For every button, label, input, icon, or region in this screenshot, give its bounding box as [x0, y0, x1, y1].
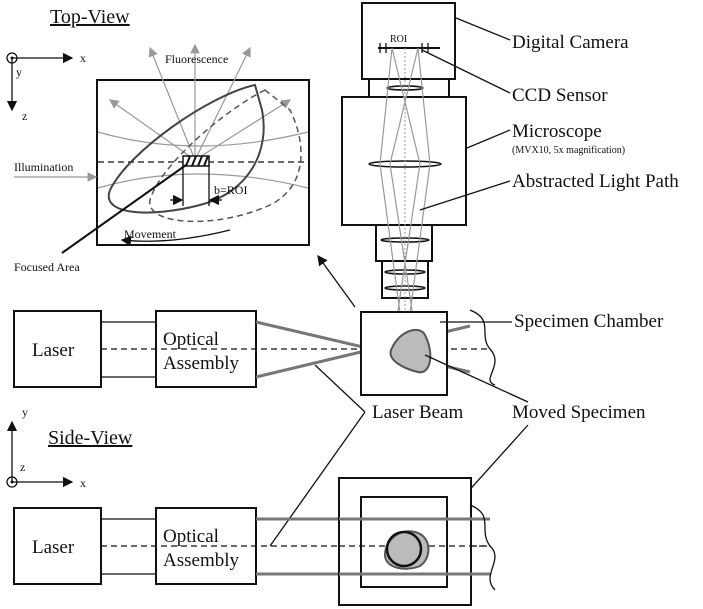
illumination-label: Illumination: [14, 160, 73, 174]
microscope-label: Microscope: [512, 121, 602, 142]
top-optical-line2: Assembly: [163, 353, 240, 374]
side-view-heading: Side-View: [48, 427, 133, 449]
ccd-sensor-label: CCD Sensor: [512, 85, 608, 106]
top-specimen-chamber: [360, 309, 496, 396]
side-axis-y-label: y: [22, 405, 28, 419]
roi-label: ROI: [390, 34, 407, 45]
side-optical-line1: Optical: [163, 526, 219, 547]
top-axis-x-label: x: [80, 51, 86, 65]
digital-camera-label: Digital Camera: [512, 32, 629, 53]
digital-camera-box: [361, 2, 456, 80]
movement-label: Movement: [124, 227, 177, 241]
side-laser-label: Laser: [32, 537, 75, 558]
side-axis-z-label: z: [20, 460, 25, 474]
side-axis-x-label: x: [80, 476, 86, 490]
side-view-axes: x y z: [6, 405, 86, 490]
top-laser-label: Laser: [32, 340, 75, 361]
light-path-label: Abstracted Light Path: [512, 171, 679, 192]
side-laser-assembly: Laser Optical Assembly: [13, 507, 490, 585]
microscope-note: (MVX10, 5x magnification): [512, 145, 625, 156]
side-optical-line2: Assembly: [163, 550, 240, 571]
roi-width-label: b=ROI: [214, 183, 247, 197]
top-view-axes: x y z: [6, 51, 86, 123]
top-axis-z-label: z: [22, 109, 27, 123]
moved-specimen-label: Moved Specimen: [512, 402, 646, 423]
focused-area-label: Focused Area: [14, 260, 80, 274]
top-specimen: [389, 328, 432, 374]
fluorescence-label: Fluorescence: [165, 52, 228, 66]
top-laser-box: [13, 310, 102, 388]
side-specimen: [385, 530, 423, 568]
side-specimen-chamber: [338, 477, 496, 606]
zoom-inset: b=ROI Movement Fluorescence: [96, 43, 310, 247]
top-axis-y-label: y: [16, 65, 22, 79]
specimen-chamber-label: Specimen Chamber: [514, 311, 664, 332]
camera-column: ROI: [341, 2, 467, 351]
top-optical-line1: Optical: [163, 329, 219, 350]
laser-beam-label: Laser Beam: [372, 402, 463, 423]
top-view-heading: Top-View: [50, 6, 130, 28]
